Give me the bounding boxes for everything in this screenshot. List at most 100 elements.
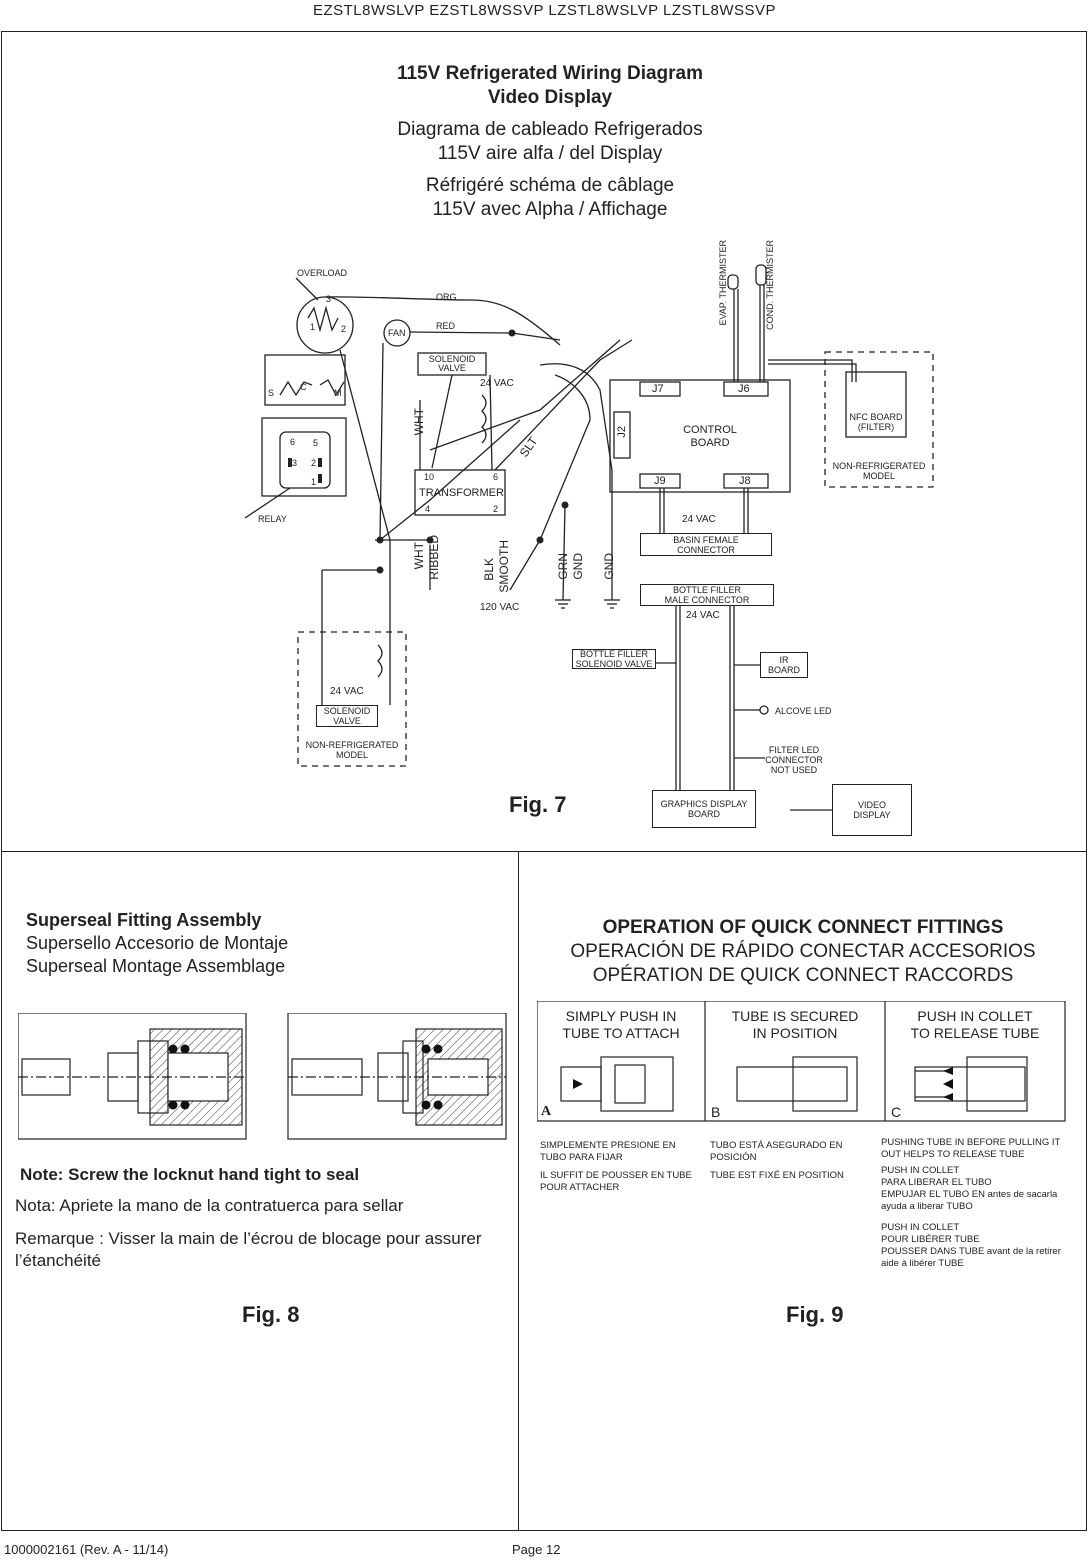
control-board-line-2: BOARD bbox=[690, 437, 730, 449]
control-board-label: CONTROL BOARD bbox=[670, 424, 750, 450]
fig8-caption: Fig. 8 bbox=[242, 1302, 300, 1327]
filter-led-line-1: FILTER LED bbox=[768, 745, 820, 755]
col-c-es-2: PARA LIBERAR EL TUBO bbox=[881, 1177, 992, 1188]
solenoid-valve-top-label: SOLENOID VALVE bbox=[418, 355, 486, 373]
non-refrig-label-lower: NON-REFRIGERATED MODEL bbox=[298, 740, 406, 760]
col-c-es-1: PUSH IN COLLET bbox=[881, 1165, 960, 1176]
fig9-titles: OPERATION OF QUICK CONNECT FITTINGS OPER… bbox=[520, 916, 1086, 988]
col-c-fr-1: PUSH IN COLLET bbox=[881, 1222, 960, 1233]
label-grn: GRN bbox=[556, 553, 570, 580]
fig7-title-fr-1: Réfrigéré schéma de câblage bbox=[425, 175, 675, 196]
non-refrig-top-line-1: NON-REFRIGERATED bbox=[832, 461, 926, 471]
letter-b: B bbox=[711, 1104, 721, 1120]
label-cond-thermister: COND. THERMISTER bbox=[765, 240, 775, 330]
label-pin-3: 3 bbox=[326, 294, 332, 304]
col-b-fr: TUBE EST FIXÉ EN POSITION bbox=[710, 1170, 844, 1181]
bottle-male-line-1: BOTTLE FILLER bbox=[672, 585, 741, 595]
col-a-fr: IL SUFFIT DE POUSSER EN TUBE POUR ATTACH… bbox=[540, 1170, 692, 1193]
fig7-title-es-2: 115V aire alfa / del Display bbox=[437, 143, 663, 164]
col-c-es-3: EMPUJAR EL TUBO EN antes de sacarla ayud… bbox=[881, 1189, 1058, 1212]
basin-line-1: BASIN FEMALE bbox=[673, 534, 739, 545]
label-fan: FAN bbox=[388, 328, 406, 338]
fig9-col-c-heading: PUSH IN COLLET TO RELEASE TUBE bbox=[885, 1008, 1065, 1042]
filter-led-line-2: CONNECTOR bbox=[765, 755, 823, 765]
label-t6: 6 bbox=[493, 472, 499, 482]
fig9-col-a-heading: SIMPLY PUSH IN TUBE TO ATTACH bbox=[537, 1008, 705, 1042]
letter-a: A bbox=[541, 1104, 552, 1119]
transformer-box bbox=[414, 469, 506, 516]
label-t4: 4 bbox=[425, 504, 431, 514]
non-refrig-label-top: NON-REFRIGERATED MODEL bbox=[825, 461, 933, 481]
label-red: RED bbox=[436, 321, 456, 331]
relay-pin-3: 3 bbox=[292, 458, 298, 468]
bottle-sol-line-2: SOLENOID VALVE bbox=[575, 659, 653, 669]
fig7-title-fr-2: 115V avec Alpha / Affichage bbox=[432, 199, 668, 220]
fig8-title-en: Superseal Fitting Assembly bbox=[26, 910, 262, 930]
label-pin-2: 2 bbox=[341, 324, 347, 334]
wiring-diagram bbox=[244, 264, 934, 811]
control-board bbox=[609, 379, 791, 493]
fig7-title-en-2: Video Display bbox=[487, 87, 613, 108]
ir-line-1: IR bbox=[779, 655, 789, 665]
fig8-note-en: Note: Screw the locknut hand tight to se… bbox=[20, 1165, 360, 1184]
label-org: ORG bbox=[436, 292, 457, 302]
label-24vac-basin: 24 VAC bbox=[682, 514, 716, 525]
fig9-title-es: OPERACIÓN DE RÁPIDO CONECTAR ACCESORIOS bbox=[570, 941, 1036, 962]
fig9-col-a-text: SIMPLEMENTE PRESIONE EN TUBO PARA FIJAR … bbox=[540, 1140, 700, 1194]
label-m: M bbox=[334, 388, 342, 398]
fig7-title-en-1: 115V Refrigerated Wiring Diagram bbox=[396, 63, 704, 84]
nfc-board-label: NFC BOARD (FILTER) bbox=[846, 412, 906, 432]
label-j6: J6 bbox=[738, 383, 750, 395]
label-overload: OVERLOAD bbox=[297, 268, 348, 278]
col-c-line-2: TO RELEASE TUBE bbox=[910, 1025, 1040, 1041]
control-board-line-1: CONTROL bbox=[683, 424, 737, 436]
col-c-tip: PUSHING TUBE IN BEFORE PULLING IT OUT HE… bbox=[881, 1137, 1061, 1160]
label-transformer: TRANSFORMER bbox=[419, 487, 504, 499]
fig9-title-fr: OPÉRATION DE QUICK CONNECT RACCORDS bbox=[592, 965, 1014, 986]
col-a-es: SIMPLEMENTE PRESIONE EN TUBO PARA FIJAR bbox=[540, 1140, 676, 1163]
label-gnd: GND bbox=[602, 553, 616, 580]
relay-pin-5: 5 bbox=[313, 438, 319, 448]
label-grn-gnd: GND bbox=[571, 553, 585, 580]
nfc-line-2: (FILTER) bbox=[857, 422, 895, 432]
label-wht-ribbed-1: WHT bbox=[412, 542, 426, 570]
fig7-title-es-1: Diagrama de cableado Refrigerados bbox=[397, 119, 703, 140]
bottle-male-line-2: MALE CONNECTOR bbox=[664, 595, 750, 605]
col-a-line-2: TUBE TO ATTACH bbox=[562, 1025, 680, 1041]
label-t10: 10 bbox=[424, 472, 435, 482]
compressor-box bbox=[264, 354, 346, 406]
video-line-1: VIDEO bbox=[857, 800, 886, 810]
non-refrig-lower-line-2: MODEL bbox=[335, 750, 368, 760]
label-120vac: 120 VAC bbox=[480, 602, 520, 613]
relay-pin-1: 1 bbox=[311, 477, 317, 487]
label-wht-ribbed-2: RIBBED bbox=[427, 535, 441, 580]
non-refrig-top-line-2: MODEL bbox=[862, 471, 895, 481]
solenoid-top-line-1: SOLENOID bbox=[428, 354, 476, 364]
graphics-line-1: GRAPHICS DISPLAY bbox=[660, 799, 748, 809]
fan-symbol bbox=[383, 319, 411, 347]
relay-pin-2: 2 bbox=[311, 458, 317, 468]
col-b-es: TUBO ESTÁ ASEGURADO EN POSICIÓN bbox=[710, 1140, 843, 1163]
label-j8: J8 bbox=[739, 475, 751, 487]
model-header: EZSTL8WSLVP EZSTL8WSSVP LZSTL8WSLVP LZST… bbox=[312, 2, 777, 19]
letter-c: C bbox=[891, 1104, 902, 1120]
footer-doc-number: 1000002161 (Rev. A - 11/14) bbox=[4, 1542, 169, 1557]
label-pin-1: 1 bbox=[310, 322, 316, 332]
nfc-dashed-box bbox=[824, 351, 934, 488]
label-smooth: SMOOTH bbox=[497, 540, 511, 593]
label-24vac-top: 24 VAC bbox=[480, 378, 514, 389]
label-relay: RELAY bbox=[258, 514, 287, 524]
col-a-line-1: SIMPLY PUSH IN bbox=[565, 1008, 677, 1024]
superseal-drawings bbox=[18, 1013, 507, 1140]
video-line-2: DISPLAY bbox=[853, 810, 891, 820]
fig9-caption: Fig. 9 bbox=[786, 1302, 844, 1327]
basin-line-2: CONNECTOR bbox=[677, 544, 735, 555]
col-b-line-1: TUBE IS SECURED bbox=[731, 1008, 859, 1024]
